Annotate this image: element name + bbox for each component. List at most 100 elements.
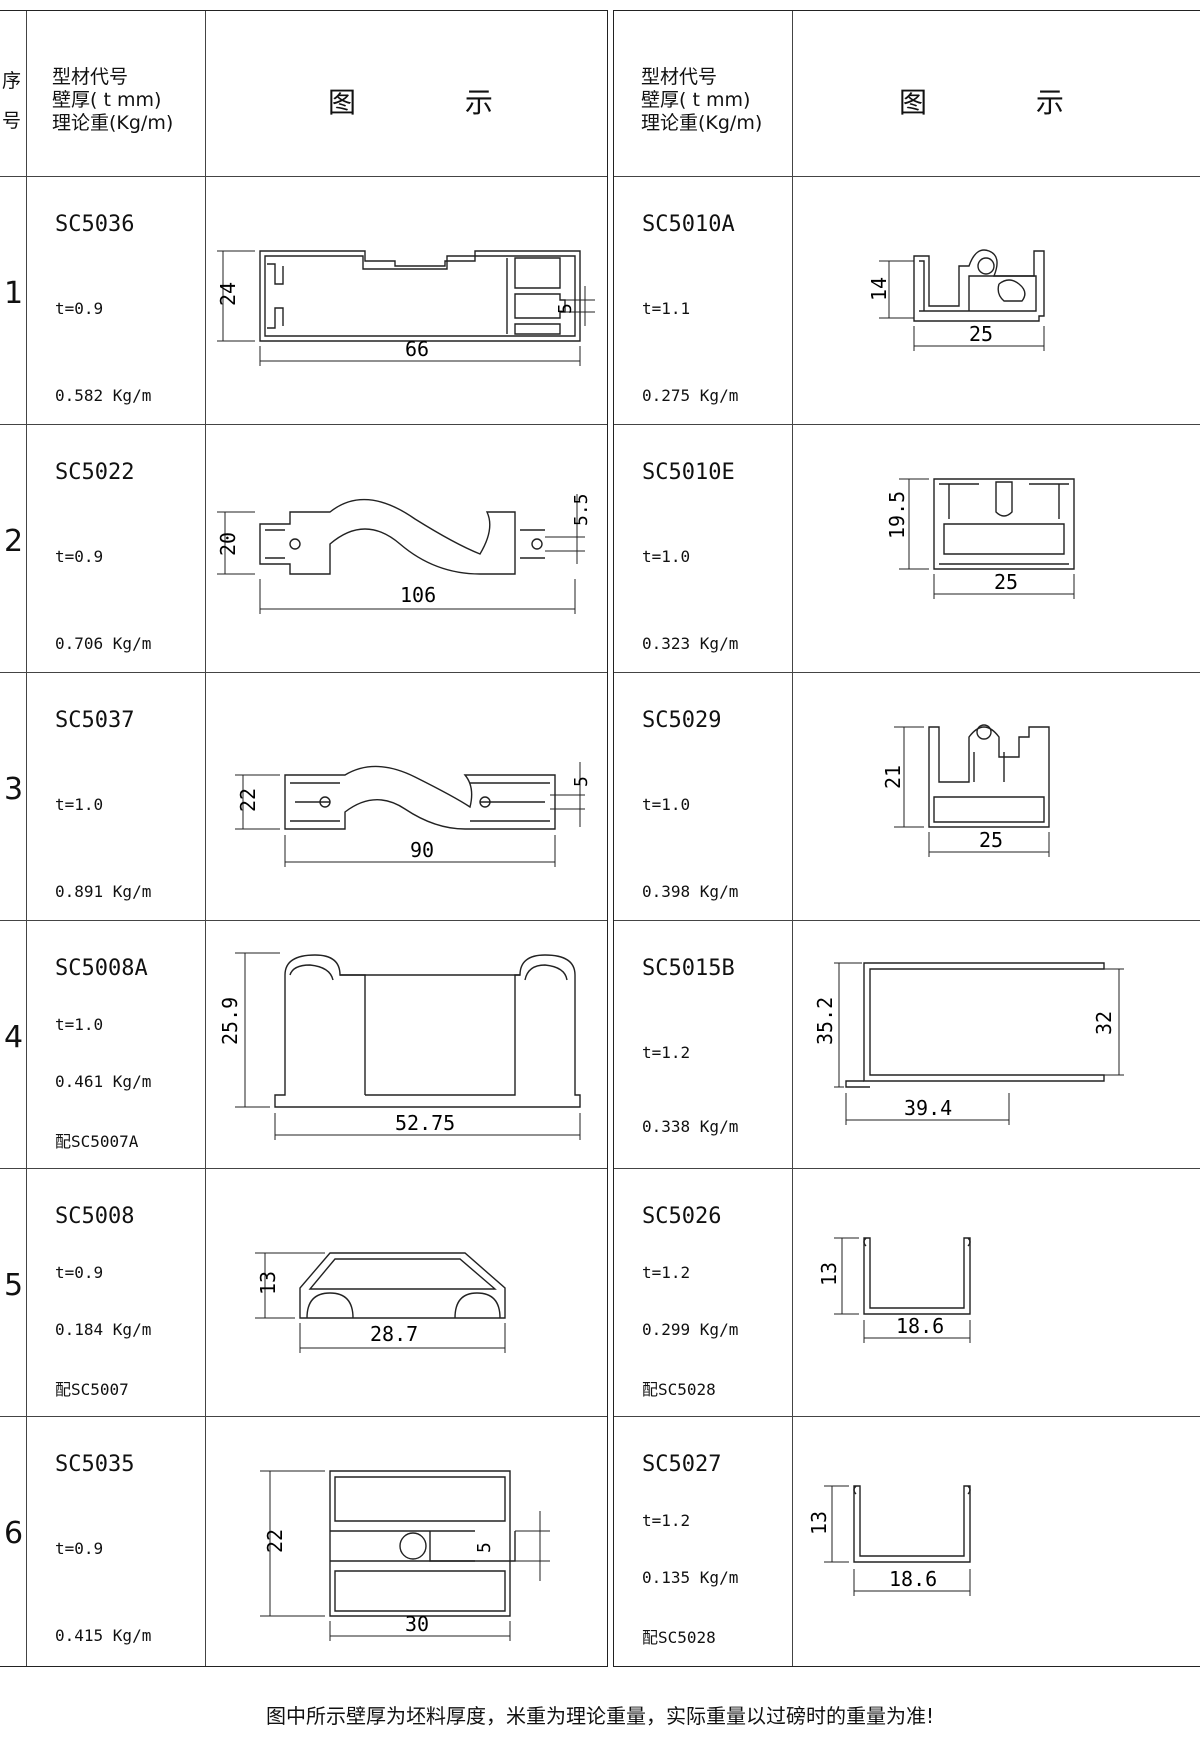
dim-width: 25 xyxy=(979,828,1003,852)
profile-code: SC5037 xyxy=(55,708,135,733)
profile-drawing: 20 5.5 106 xyxy=(216,493,592,614)
row-index: 5 xyxy=(4,1268,24,1303)
figure-header: 图 示 xyxy=(328,86,543,119)
spec-header-code: 型材代号 xyxy=(52,66,129,88)
dim-height: 24 xyxy=(216,282,240,306)
profile-drawing: 25.9 52.75 xyxy=(218,952,581,1140)
unit-weight: 0.135 Kg/m xyxy=(642,1568,739,1587)
unit-weight: 0.398 Kg/m xyxy=(642,882,739,901)
dim-width: 18.6 xyxy=(896,1314,944,1338)
profile-drawing: 22 5 90 xyxy=(235,762,592,867)
spec-header-weight: 理论重(Kg/m) xyxy=(52,112,174,134)
dim-height: 19.5 xyxy=(885,491,909,539)
dim-width: 52.75 xyxy=(395,1111,455,1135)
profile-drawing: 35.2 32 39.4 xyxy=(813,962,1124,1125)
unit-weight: 0.461 Kg/m xyxy=(55,1072,152,1091)
profile-code: SC5010A xyxy=(642,212,735,237)
dim-width: 66 xyxy=(405,337,429,361)
wall-thickness: t=1.2 xyxy=(642,1263,691,1282)
paired-profile: 配SC5028 xyxy=(642,1380,716,1399)
dim-width: 25 xyxy=(969,322,993,346)
paired-profile: 配SC5028 xyxy=(642,1628,716,1647)
dim-height: 13 xyxy=(807,1511,831,1535)
unit-weight: 0.275 Kg/m xyxy=(642,386,739,405)
unit-weight: 0.706 Kg/m xyxy=(55,634,152,653)
unit-weight: 0.323 Kg/m xyxy=(642,634,739,653)
profile-code: SC5022 xyxy=(55,460,135,485)
dim-height: 21 xyxy=(881,765,905,789)
wall-thickness: t=1.2 xyxy=(642,1511,691,1530)
spec-header-thickness: 壁厚( t mm) xyxy=(52,89,162,111)
profile-drawing: 19.5 25 xyxy=(885,478,1075,599)
profile-drawing: 24 5 66 xyxy=(216,250,595,366)
table-row: 6 SC5035 t=0.9 0.415 Kg/m xyxy=(0,1416,607,1664)
profile-code: SC5026 xyxy=(642,1204,722,1229)
dim-width: 39.4 xyxy=(904,1096,952,1120)
profile-drawing: 13 28.7 xyxy=(255,1252,506,1353)
dim-width: 30 xyxy=(405,1612,429,1636)
right-table: 型材代号 壁厚( t mm) 理论重(Kg/m) 图 示 SC5010A t=1… xyxy=(613,10,1200,1667)
dim-width: 25 xyxy=(994,570,1018,594)
dim-height: 35.2 xyxy=(813,997,837,1045)
profile-drawing: 14 25 xyxy=(867,249,1045,351)
row-index: 1 xyxy=(4,276,24,311)
profile-drawing: 22 5 30 xyxy=(260,1470,550,1641)
dim-height: 20 xyxy=(216,532,240,556)
profile-drawing: 13 18.6 xyxy=(807,1485,971,1596)
profile-drawing: 21 25 xyxy=(881,724,1050,857)
table-row: SC5015B t=1.2 0.338 Kg/m 35.2 32 xyxy=(614,920,1200,1169)
table-row: 2 SC5022 t=0.9 0.706 Kg/m 20 xyxy=(0,424,607,673)
table-row: 5 SC5008 t=0.9 0.184 Kg/m 配SC5007 13 28. xyxy=(0,1168,607,1417)
table-row: SC5026 t=1.2 0.299 Kg/m 配SC5028 13 18.6 xyxy=(614,1168,1200,1417)
spec-header-thickness: 壁厚( t mm) xyxy=(641,89,751,111)
paired-profile: 配SC5007 xyxy=(55,1380,129,1399)
wall-thickness: t=1.0 xyxy=(55,1015,104,1034)
row-index: 2 xyxy=(4,524,24,559)
table-row: SC5010A t=1.1 0.275 Kg/m 14 25 xyxy=(614,176,1200,425)
wall-thickness: t=0.9 xyxy=(55,299,104,318)
unit-weight: 0.582 Kg/m xyxy=(55,386,152,405)
unit-weight: 0.415 Kg/m xyxy=(55,1626,152,1645)
table-row: SC5027 t=1.2 0.135 Kg/m 配SC5028 13 18.6 xyxy=(614,1416,1200,1664)
dim-width: 28.7 xyxy=(370,1322,418,1346)
wall-thickness: t=1.2 xyxy=(642,1043,691,1062)
table-row: 1 SC5036 t=0.9 0.582 Kg/m xyxy=(0,176,607,425)
index-header-2: 号 xyxy=(2,110,22,132)
dim-slot: 5 xyxy=(555,303,576,314)
unit-weight: 0.299 Kg/m xyxy=(642,1320,739,1339)
header-row: 序 号 型材代号 壁厚( t mm) 理论重(Kg/m) 图 示 xyxy=(0,11,607,177)
profile-code: SC5008A xyxy=(55,956,148,981)
wall-thickness: t=1.0 xyxy=(642,547,691,566)
dim-slot: 5 xyxy=(571,776,592,787)
profile-code: SC5010E xyxy=(642,460,735,485)
wall-thickness: t=1.1 xyxy=(642,299,691,318)
dim-width: 106 xyxy=(400,583,436,607)
profile-drawing: 13 18.6 xyxy=(817,1237,971,1343)
profile-code: SC5027 xyxy=(642,1452,722,1477)
dim-height: 25.9 xyxy=(218,997,242,1045)
dim-inner-height: 32 xyxy=(1092,1011,1116,1035)
unit-weight: 0.891 Kg/m xyxy=(55,882,152,901)
wall-thickness: t=1.0 xyxy=(55,795,104,814)
dim-width: 90 xyxy=(410,838,434,862)
wall-thickness: t=0.9 xyxy=(55,547,104,566)
dim-height: 14 xyxy=(867,277,891,301)
profile-code: SC5015B xyxy=(642,956,735,981)
dim-height: 22 xyxy=(263,1529,287,1553)
row-index: 4 xyxy=(4,1020,24,1055)
footnote: 图中所示壁厚为坯料厚度，米重为理论重量，实际重量以过磅时的重量为准! xyxy=(265,1704,935,1728)
dim-height: 13 xyxy=(817,1262,841,1286)
row-index: 6 xyxy=(4,1516,24,1551)
dim-slot: 5 xyxy=(474,1542,495,1553)
dim-height: 13 xyxy=(256,1271,280,1295)
table-row: SC5029 t=1.0 0.398 Kg/m 21 25 xyxy=(614,672,1200,921)
unit-weight: 0.184 Kg/m xyxy=(55,1320,152,1339)
col-divider xyxy=(205,11,206,1666)
col-divider xyxy=(792,11,793,1666)
table-row: 4 SC5008A t=1.0 0.461 Kg/m 配SC5007A 25.9 xyxy=(0,920,607,1169)
wall-thickness: t=0.9 xyxy=(55,1539,104,1558)
col-divider xyxy=(26,11,27,1666)
header-row: 型材代号 壁厚( t mm) 理论重(Kg/m) 图 示 xyxy=(614,11,1200,177)
spec-header-weight: 理论重(Kg/m) xyxy=(641,112,763,134)
